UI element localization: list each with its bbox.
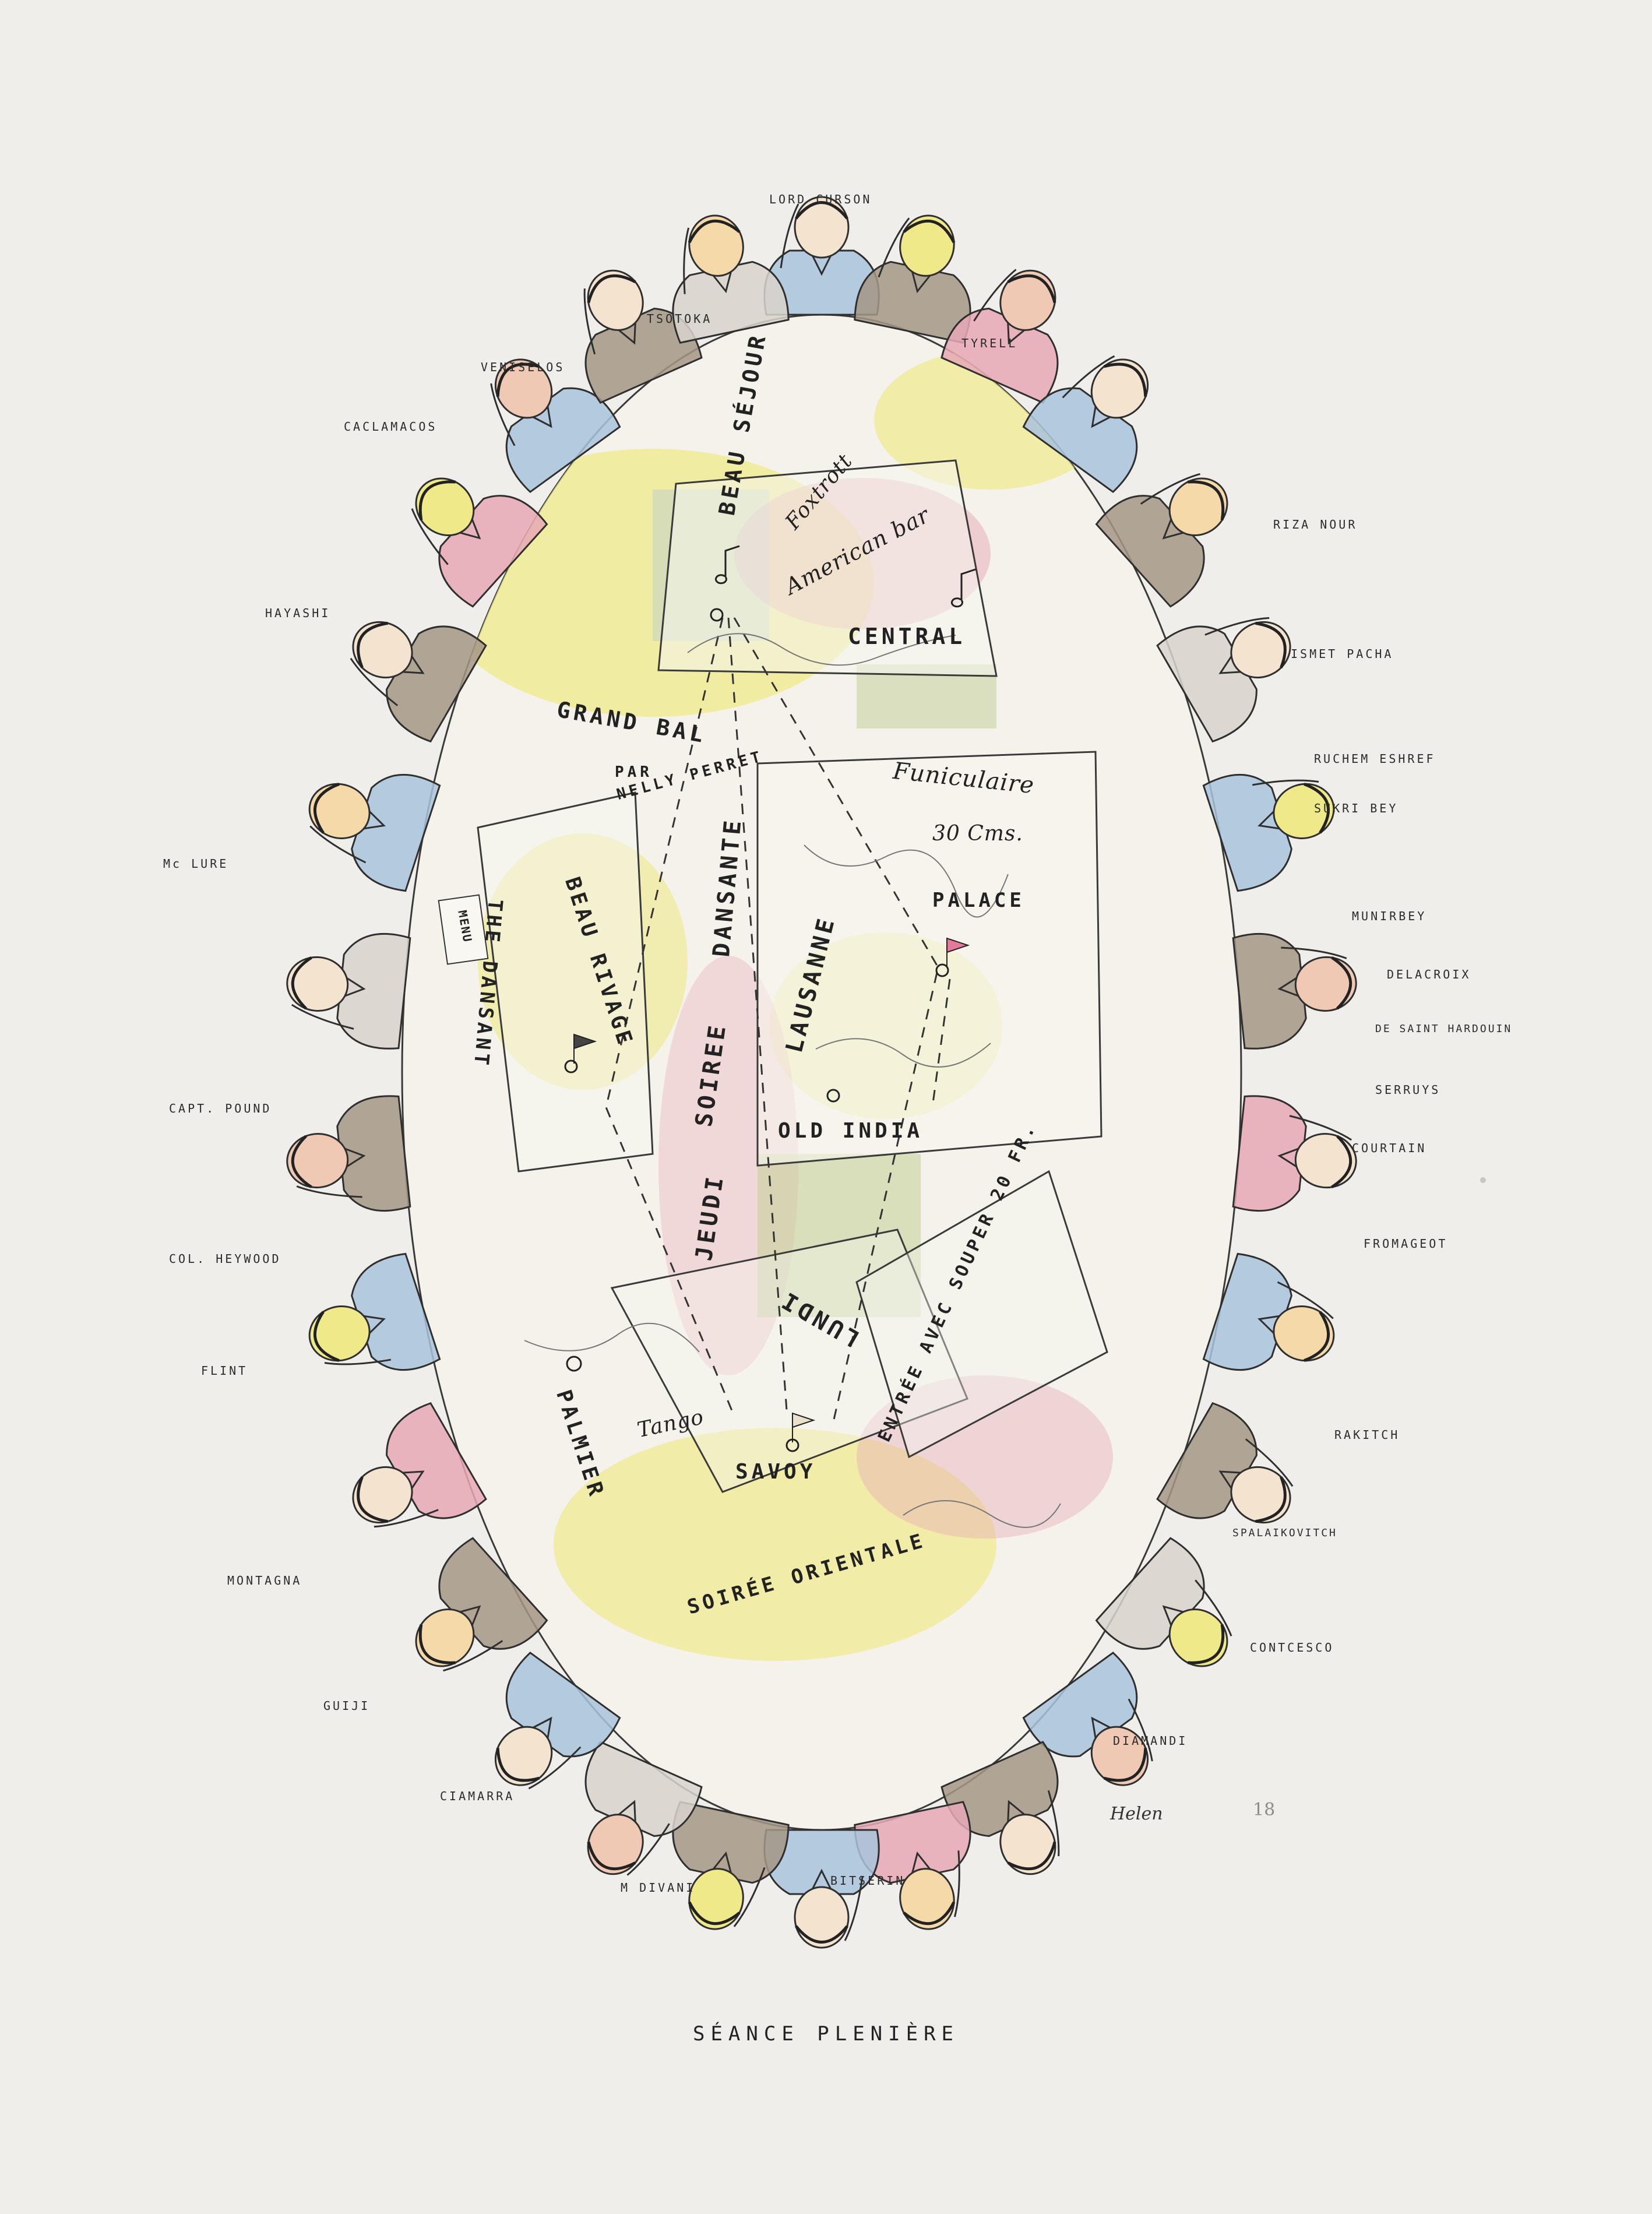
delegate-label-ismet-pacha: ISMET PACHA — [1291, 647, 1394, 661]
delegate-label-flint: FLINT — [201, 1364, 248, 1378]
delegate-figure — [490, 358, 621, 494]
dashed-route — [727, 617, 788, 1411]
dashed-route — [931, 978, 951, 1108]
table-map — [401, 314, 1242, 1831]
map-label-palace: PALACE — [932, 889, 1025, 912]
artist-signature: Helen — [1110, 1804, 1163, 1824]
delegate-label-col-heywood: COL. HEYWOOD — [169, 1252, 281, 1266]
poster-lundi — [610, 1229, 968, 1493]
delegate-figure — [1022, 355, 1149, 494]
map-label-old-india: OLD INDIA — [778, 1119, 924, 1143]
map-contour — [903, 1500, 1061, 1528]
delegate-label-mdivani: M DIVANI — [621, 1881, 696, 1895]
delegate-label-caclamanos: CACLAMACOS — [344, 420, 438, 434]
music-note-icon — [714, 545, 740, 585]
delegate-figure — [352, 1402, 487, 1528]
delegate-label-tchotoka: TSOTOKA — [647, 312, 713, 326]
delegate-figure — [1022, 1651, 1153, 1786]
delegate-label-riza-nour: RIZA NOUR — [1273, 518, 1358, 531]
delegate-figure — [1232, 1095, 1357, 1212]
delegate-figure — [415, 1537, 548, 1672]
delegate-figure — [1232, 932, 1357, 1050]
delegate-figure — [1156, 617, 1291, 743]
delegate-label-hayashi: HAYASHI — [265, 606, 331, 620]
poster-beau-sejour — [657, 459, 998, 677]
menu-card — [438, 894, 489, 965]
delegate-figure — [1095, 1537, 1232, 1667]
map-label-30-cms: 30 Cms. — [932, 822, 1023, 846]
paper-speck — [1480, 1177, 1486, 1183]
delegate-figure — [672, 214, 790, 344]
delegate-label-munir-bey: MUNIRBEY — [1352, 909, 1427, 923]
delegate-label-contcesco: CONTCESCO — [1250, 1641, 1334, 1655]
delegate-label-rakitch: RAKITCH — [1334, 1428, 1400, 1442]
map-label-central: CENTRAL — [848, 624, 966, 649]
delegate-label-fromageot: FROMAGEOT — [1364, 1237, 1448, 1251]
delegate-figure — [763, 196, 880, 316]
map-marker-icon — [826, 1089, 840, 1103]
green-wash — [758, 1154, 921, 1317]
delegate-figure — [1095, 473, 1228, 608]
delegate-figure — [672, 1801, 790, 1930]
delegate-label-guiji: GUIJI — [323, 1699, 371, 1713]
delegate-figure — [763, 1829, 880, 1949]
delegate-label-mclure: Mc LURE — [163, 857, 229, 871]
delegate-label-bitserin: BITSERIN — [830, 1874, 906, 1888]
delegate-label-ciamarra: CIAMARRA — [440, 1789, 515, 1803]
delegate-label-capt-pound: CAPT. POUND — [169, 1101, 272, 1115]
delegate-label-venizelos: VENISELOS — [481, 360, 565, 374]
delegate-figure — [941, 1741, 1060, 1875]
poster-the-dansant — [477, 791, 654, 1173]
map-marker-icon — [710, 608, 724, 622]
delegate-figure — [286, 932, 411, 1050]
delegate-figure — [286, 1095, 411, 1212]
delegate-label-sukri-bey: SUKRI BEY — [1314, 801, 1399, 815]
music-note-icon — [950, 568, 976, 608]
delegate-figure — [494, 1651, 621, 1790]
map-contour — [804, 844, 1009, 918]
map-contour — [687, 633, 956, 666]
delegate-label-lord-curson: LORD CURSON — [769, 192, 872, 206]
delegate-label-diamandi: DIAMANDI — [1113, 1734, 1188, 1748]
delegate-figure — [350, 621, 487, 743]
delegates-around-table — [286, 196, 1357, 1949]
delegate-figure — [854, 214, 971, 344]
plate-caption: SÉANCE PLENIÈRE — [692, 2022, 960, 2046]
map-marker-icon — [935, 963, 949, 977]
delegate-figure — [941, 269, 1059, 404]
delegate-label-montagna: MONTAGNA — [227, 1574, 302, 1588]
delegate-figure — [1202, 1252, 1335, 1371]
delegate-label-serruys: SERRUYS — [1375, 1083, 1441, 1097]
map-label-par: PAR — [615, 763, 653, 781]
delegate-figure — [1156, 1402, 1294, 1524]
delegate-label-tyrell: TYRELL — [961, 336, 1018, 350]
poster-lausanne — [756, 751, 1102, 1167]
flag-icon — [573, 1033, 597, 1064]
delegate-figure — [308, 773, 441, 892]
delegate-label-spalaikovitch: SPALAIKOVITCH — [1232, 1527, 1337, 1539]
map-contour — [524, 1322, 700, 1353]
delegate-label-courtain: COURTAIN — [1352, 1141, 1427, 1155]
plate-number: 18 — [1253, 1800, 1276, 1820]
map-marker-icon — [564, 1060, 578, 1073]
map-label-savoy: SAVOY — [735, 1460, 816, 1484]
delegate-figure — [411, 477, 548, 608]
delegate-label-ruchem-eshref: RUCHEM ESHREF — [1314, 752, 1436, 766]
dashed-route — [733, 617, 939, 1423]
yellow-wash — [554, 1428, 996, 1661]
delegate-figure — [583, 269, 703, 404]
delegate-figure — [308, 1252, 441, 1371]
flag-icon — [792, 1412, 816, 1442]
map-marker-icon — [566, 1356, 582, 1372]
delegate-label-de-saint-hardouin: DE SAINT HARDOUIN — [1375, 1023, 1513, 1035]
flag-icon — [946, 937, 970, 967]
delegate-label-delacroix: DELACROIX — [1387, 967, 1471, 981]
delegate-figure — [1202, 773, 1335, 892]
poster-entree — [855, 1170, 1108, 1459]
map-contour — [815, 1038, 991, 1068]
delegate-figure — [584, 1741, 703, 1876]
